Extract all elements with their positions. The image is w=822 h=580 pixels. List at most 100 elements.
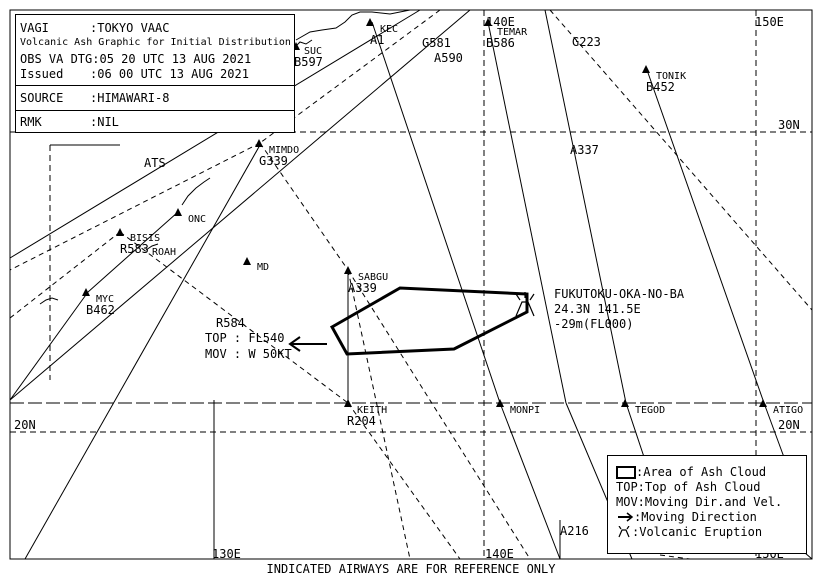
waypoint-md-marker: [243, 257, 251, 265]
obs-label: OBS VA DTG: [20, 52, 93, 66]
volcano-name: FUKUTOKU-OKA-NO-BA: [554, 287, 685, 301]
waypoint-label: TEGOD: [635, 405, 665, 416]
lon-label-140e-bottom: 140E: [485, 547, 514, 561]
airway-label: B586: [486, 36, 515, 50]
waypoint-temar-marker: [484, 18, 492, 26]
airway-g339: [259, 142, 349, 271]
legend-erupt-text: :Volcanic Eruption: [632, 525, 763, 539]
lat-label-20n-right: 20N: [778, 418, 800, 432]
airway-r584: [119, 231, 349, 404]
legend-area-row: :Area of Ash Cloud: [616, 465, 766, 479]
source-label: SOURCE: [20, 91, 64, 105]
airway-onc-myc: [87, 211, 179, 293]
airway-a337-south: [625, 402, 646, 461]
info-panel: VAGI:TOKYO VAAC Volcanic Ash Graphic for…: [15, 14, 295, 133]
waypoint-atigo-marker: [759, 399, 767, 407]
waypoint-label: KEC: [380, 24, 398, 35]
coast-island-1: [145, 243, 159, 251]
airway-label: A216: [560, 524, 589, 538]
waypoint-label: ATIGO: [773, 405, 803, 416]
airway-b452-south: [763, 402, 786, 461]
rmk-label: RMK: [20, 115, 42, 129]
waypoint-kec-marker: [366, 18, 374, 26]
airway-a339-s: [347, 269, 531, 560]
issued-label: Issued: [20, 67, 64, 81]
waypoint-label: TEMAR: [497, 27, 528, 38]
waypoint-label: ROAH: [152, 247, 176, 258]
waypoint-sabgu-marker: [344, 266, 352, 274]
volcano-position: 24.3N 141.5E: [554, 302, 641, 316]
lat-label-20n-left: 20N: [14, 418, 36, 432]
waypoint-monpi-marker: [496, 399, 504, 407]
obs-row: OBS VA DTG:05 20 UTC 13 AUG 2021: [20, 52, 251, 66]
waypoint-tonik-marker: [642, 65, 650, 73]
airway-label: A590: [434, 51, 463, 65]
airway-label: B452: [646, 80, 675, 94]
airway-a337: [544, 9, 627, 404]
airway-b452: [646, 69, 765, 404]
waypoint-label: SUC: [304, 46, 322, 57]
airways-dashed: [9, 9, 813, 560]
airway-mimdo-w: [9, 142, 261, 271]
footer-disclaimer: INDICATED AIRWAYS ARE FOR REFERENCE ONLY: [266, 562, 556, 576]
coast-honshu: [295, 9, 411, 41]
airway-long-diag-2: [24, 144, 261, 560]
airway-temar-mimdo: [259, 9, 441, 144]
movement-arrow-icon: [288, 336, 327, 352]
airway-label: A337: [570, 143, 599, 157]
coast-ryukyu: [181, 177, 211, 206]
airway-long-diag-1: [9, 9, 471, 401]
legend-dir-row: :Moving Direction: [616, 510, 757, 524]
waypoint-mimdo-marker: [255, 139, 263, 147]
area-swatch-icon: [616, 465, 636, 479]
waypoint-keith-marker: [344, 399, 352, 407]
eruption-symbol-icon: [618, 526, 630, 538]
issued-value: :06 00 UTC 13 AUG 2021: [90, 67, 249, 81]
airway-misc: [659, 554, 691, 560]
airway-b586: [487, 21, 567, 404]
rmk-row: RMK :NIL: [20, 115, 119, 129]
waypoint-bisis-marker: [116, 228, 124, 236]
airway-myc-sw: [9, 291, 89, 401]
legend-area-text: :Area of Ash Cloud: [636, 465, 767, 479]
airway-label: A1: [370, 33, 384, 47]
volcano-icon: [515, 292, 535, 317]
waypoint-label: ONC: [188, 214, 206, 225]
lon-label-130e-bottom: 130E: [212, 547, 241, 561]
airway-label: R583: [120, 242, 149, 256]
waypoint-label: KEITH: [357, 405, 387, 416]
direction-arrow-icon: [618, 512, 634, 522]
waypoint-label: MD: [257, 262, 269, 273]
waypoint-label: BISIS: [130, 233, 160, 244]
fir-boundaries: [10, 144, 812, 559]
ash-top-label: TOP : FL540: [205, 331, 285, 345]
airway-label: G339: [259, 154, 288, 168]
coastline: [39, 9, 411, 305]
volcano-elevation: -29m(FL000): [554, 317, 634, 331]
airway-label: G223: [572, 35, 601, 49]
waypoint-label: MIMDO: [269, 145, 299, 156]
airway-label: A339: [348, 281, 377, 295]
waypoint-onc-marker: [174, 208, 182, 216]
airway-label: B462: [86, 303, 115, 317]
source-value: :HIMAWARI-8: [90, 91, 170, 105]
lon-label-140e-top: 140E: [486, 15, 515, 29]
airway-sabgu-s: [347, 269, 411, 560]
waypoint-label: MYC: [96, 294, 114, 305]
lat-label-30n: 30N: [778, 118, 800, 132]
airways-solid: [9, 9, 813, 560]
info-divider-2: [16, 110, 294, 111]
airway-label: B597: [294, 55, 323, 69]
map-frame: [9, 9, 813, 560]
waypoint-label: TONIK: [656, 71, 686, 82]
source-row: SOURCE :HIMAWARI-8: [20, 91, 169, 105]
airway-label: R584: [216, 316, 245, 330]
vagi-value: :TOKYO VAAC: [90, 21, 170, 35]
ash-cloud-area: [329, 286, 529, 356]
issued-row: Issued :06 00 UTC 13 AUG 2021: [20, 67, 249, 81]
airway-a1: [371, 21, 501, 404]
airway-g581: [9, 9, 421, 259]
legend-dir-text: :Moving Direction: [634, 510, 757, 524]
rmk-value: :NIL: [90, 115, 119, 129]
